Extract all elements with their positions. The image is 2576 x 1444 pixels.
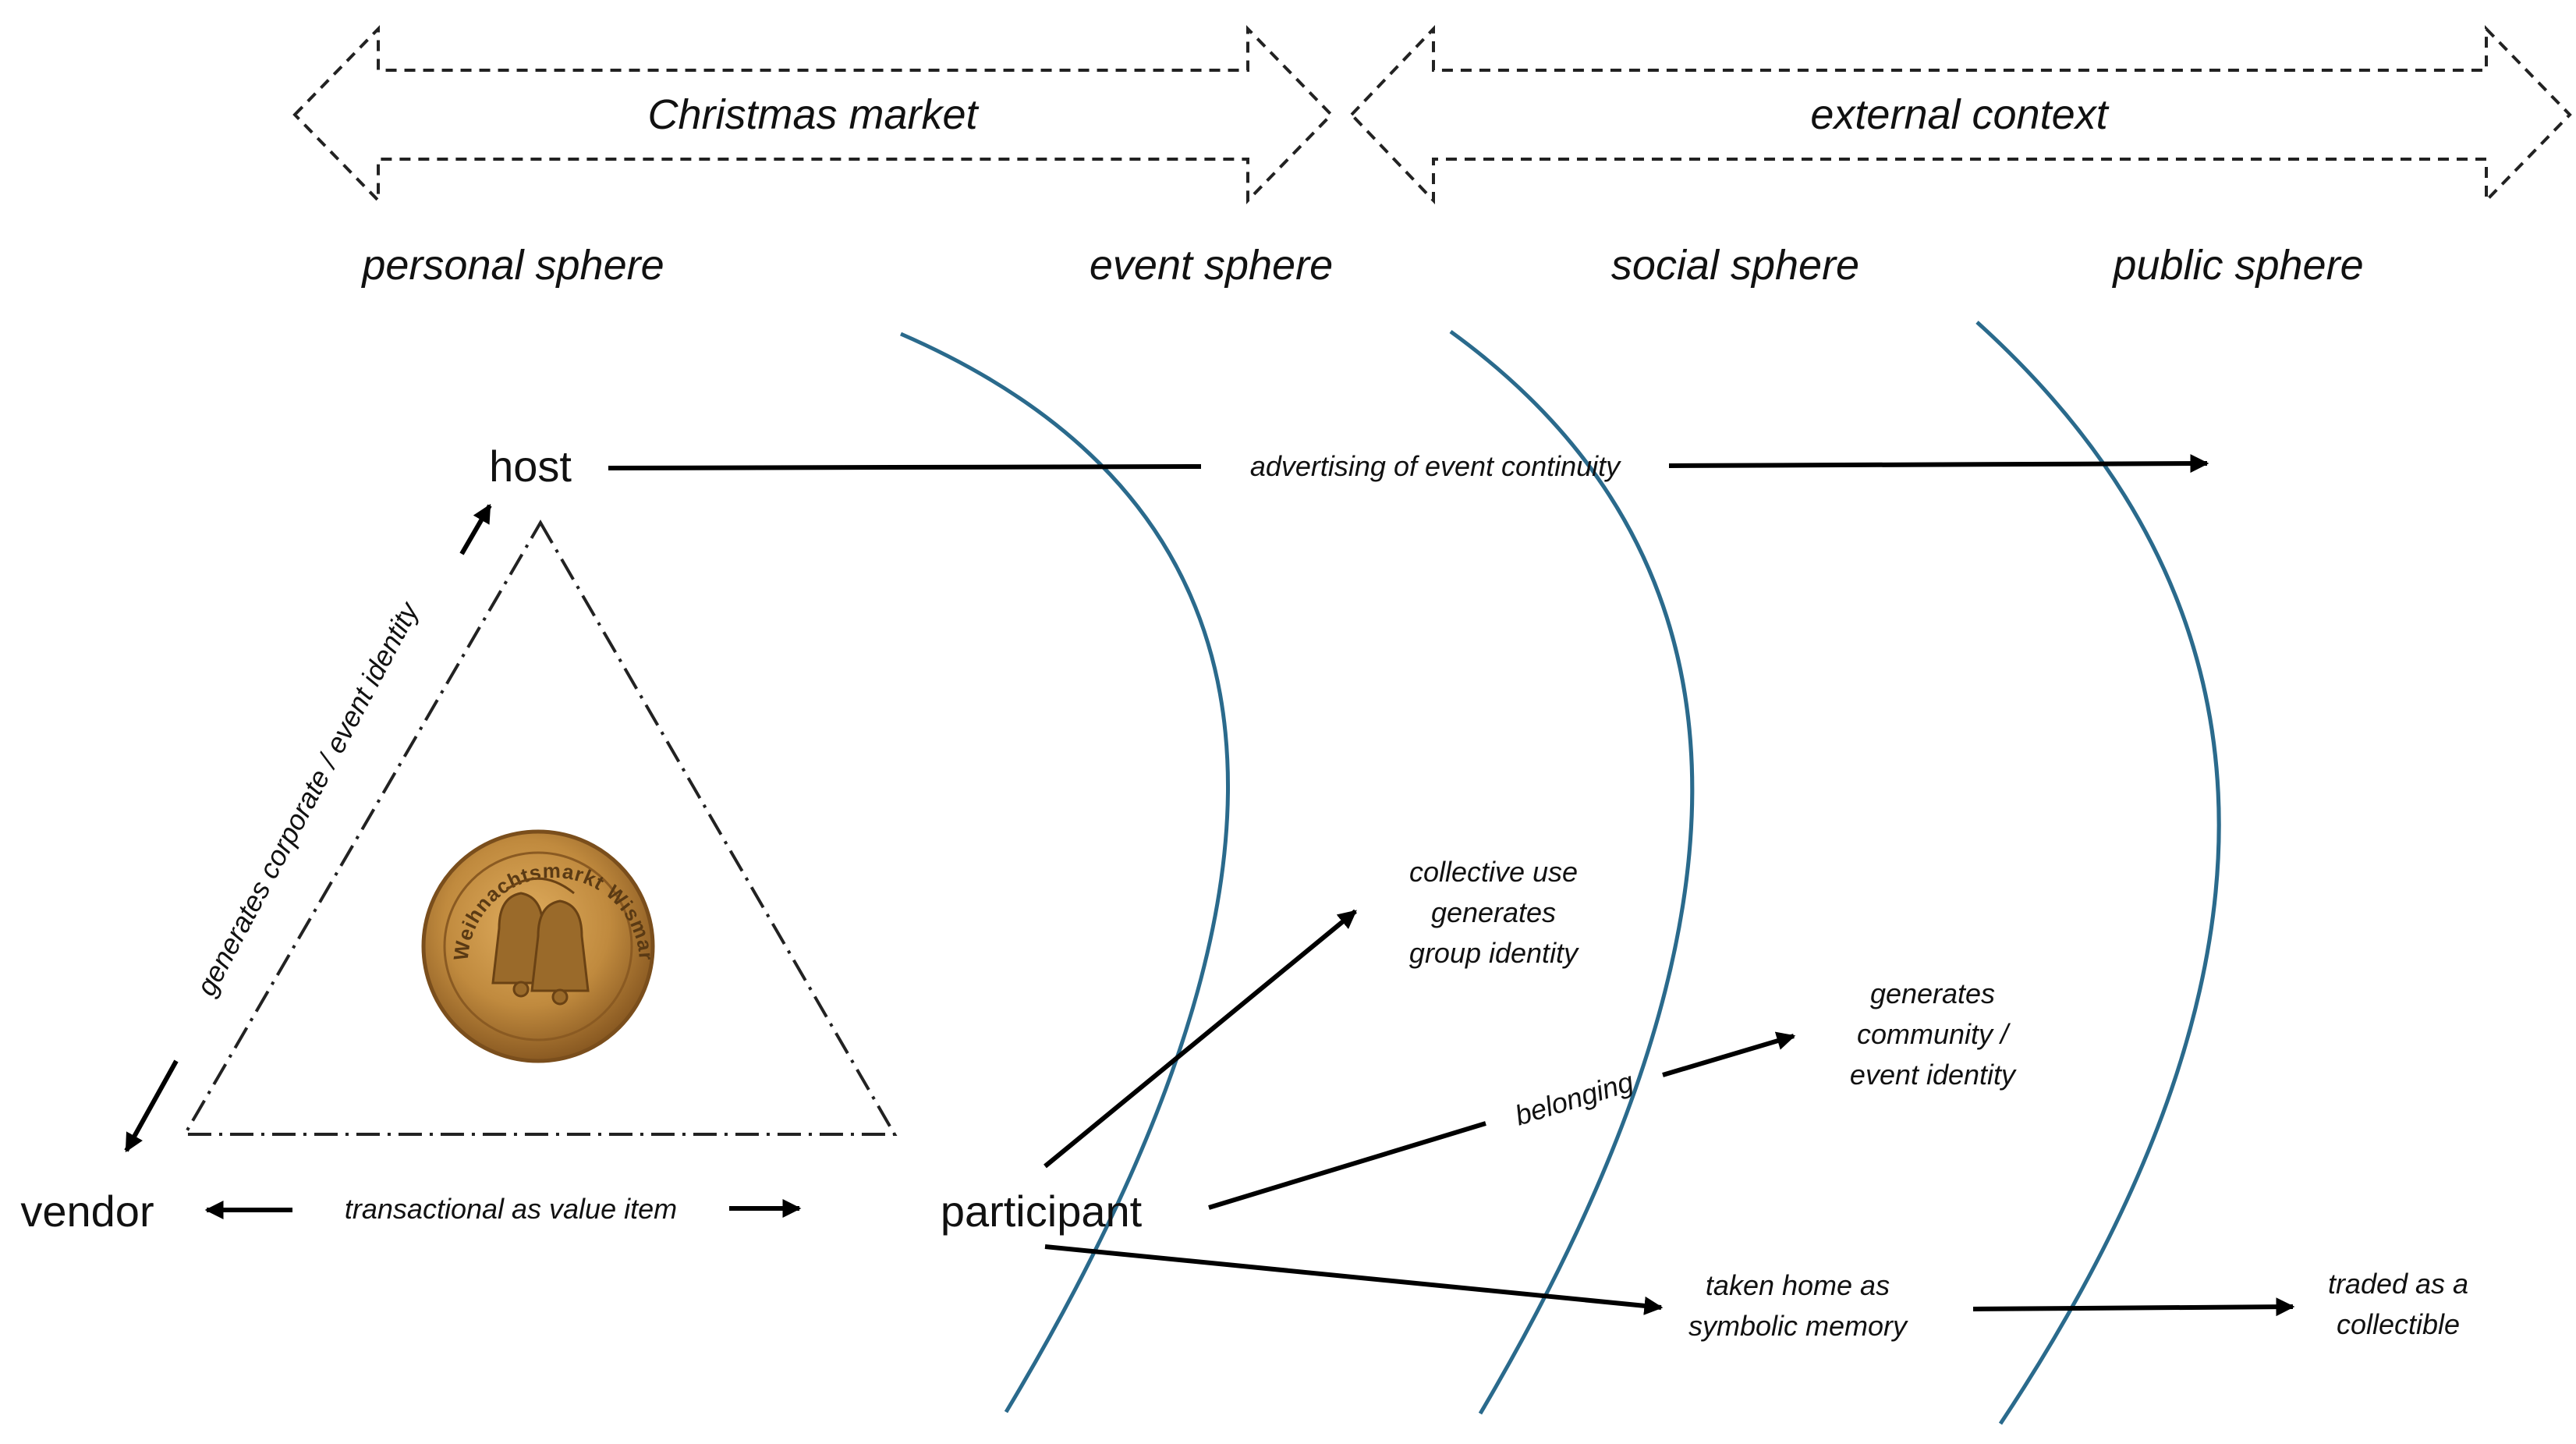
collective-line-1: collective use [1409,856,1578,888]
community-line-3: event identity [1850,1059,2017,1091]
taken-home-arrow [1044,1244,1664,1315]
participant-label: participant [941,1187,1143,1236]
personal-sphere-label: personal sphere [360,242,664,289]
host-label: host [489,442,572,491]
corporate-identity-label: generates corporate / event identity [190,596,425,1001]
collective-note: collective use generates group identity [1409,856,1579,969]
social-sphere-boundary [1449,329,1695,1415]
vendor-label: vendor [20,1187,154,1236]
collective-line-2: generates [1431,896,1556,928]
belonging-arrow-line [1208,1121,1486,1210]
christmas-market-label: Christmas market [647,91,979,138]
identity-arrow-up [459,503,492,555]
taken-home-note: taken home as symbolic memory [1688,1269,1908,1342]
event-sphere-boundary [900,332,1230,1414]
collective-arrow [1044,909,1357,1169]
traded-line-2: collectible [2337,1308,2460,1340]
external-context-label: external context [1810,91,2109,138]
event-sphere-label: event sphere [1090,242,1333,289]
community-line-1: generates [1870,977,1995,1009]
traded-arrow [1972,1297,2295,1317]
community-line-2: community / [1857,1018,2011,1050]
traded-line-1: traded as a [2328,1268,2468,1300]
community-note: generates community / event identity [1850,977,2017,1091]
external-context-arrow: external context [1349,25,2572,204]
belonging-label: belonging [1511,1066,1637,1132]
actor-triangle [182,520,898,1136]
advertising-label: advertising of event continuity [1250,450,1621,482]
advertising-arrow-line [608,464,1202,470]
public-sphere-label: public sphere [2111,242,2363,289]
social-sphere-label: social sphere [1611,242,1859,289]
bells-icon [491,877,590,1006]
taken-home-line-1: taken home as [1706,1269,1890,1301]
transactional-label: transactional as value item [345,1193,677,1225]
traded-note: traded as a collectible [2328,1268,2468,1340]
identity-arrow-down [124,1059,179,1153]
coin-image: Weihnachtsmarkt Wismar [421,829,657,1063]
belonging-arrow-head [1662,1031,1796,1077]
advertising-arrow-head [1668,454,2209,474]
public-sphere-boundary [1975,321,2221,1425]
taken-home-line-2: symbolic memory [1688,1310,1908,1342]
christmas-market-arrow: Christmas market [292,25,1334,204]
collective-line-3: group identity [1409,937,1579,969]
